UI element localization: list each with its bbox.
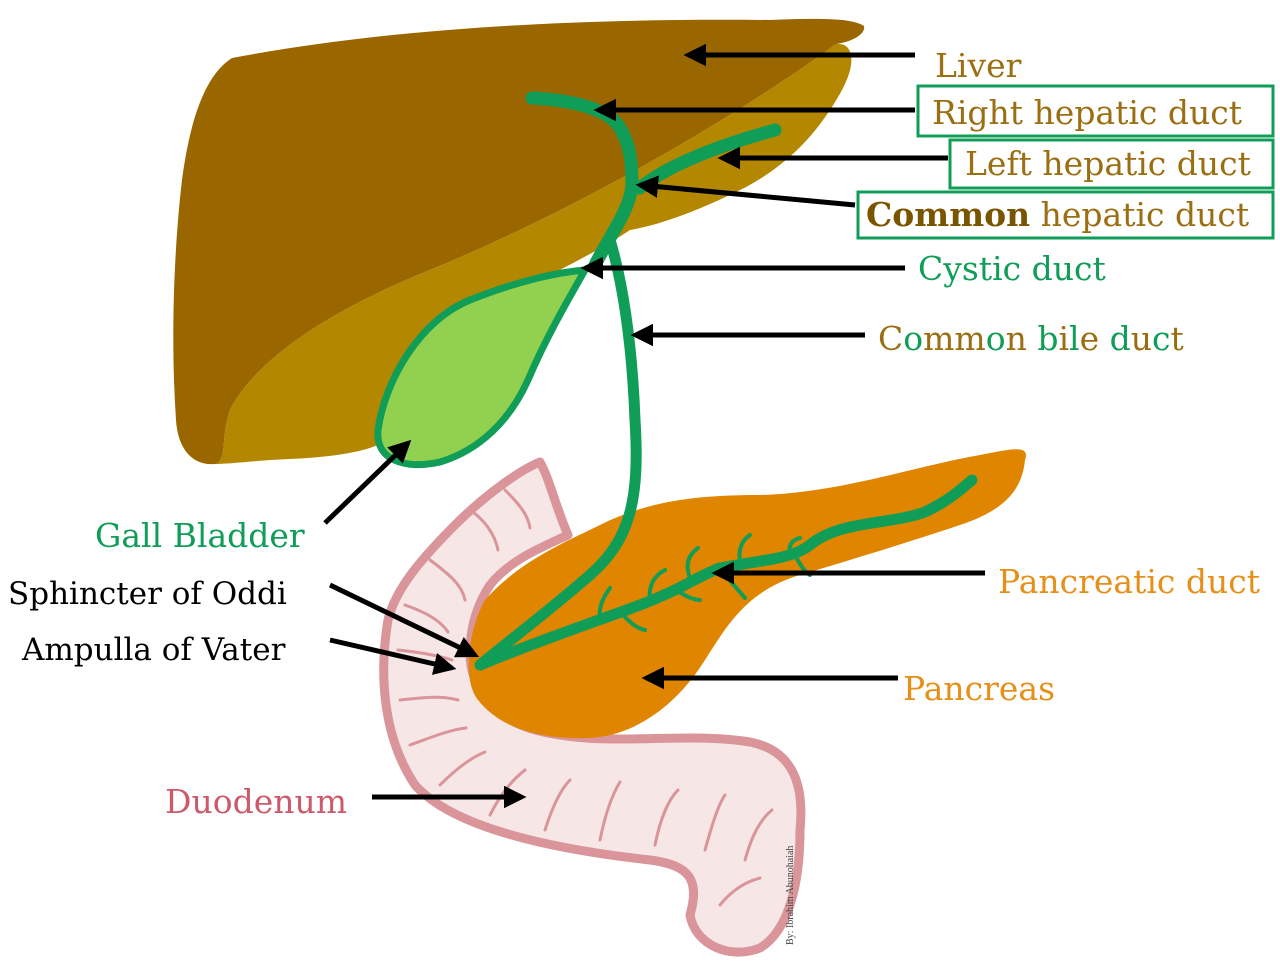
label-gall-bladder: Gall Bladder bbox=[95, 516, 305, 555]
label-cystic-duct: Cystic duct bbox=[918, 249, 1106, 288]
label-right-hepatic-duct: Right hepatic duct bbox=[932, 93, 1242, 132]
label-liver: Liver bbox=[935, 46, 1022, 85]
label-pancreatic-duct: Pancreatic duct bbox=[998, 562, 1260, 601]
label-duodenum: Duodenum bbox=[165, 782, 347, 821]
label-common-bile-duct: Common bile duct bbox=[878, 319, 1184, 358]
label-ampulla-of-vater: Ampulla of Vater bbox=[21, 632, 286, 668]
label-common-hepatic-duct: Common hepatic duct bbox=[866, 195, 1249, 234]
author-credit: By: Ibrahim Abunohaiah bbox=[785, 846, 796, 945]
label-pancreas: Pancreas bbox=[903, 669, 1055, 708]
label-sphincter-of-oddi: Sphincter of Oddi bbox=[8, 576, 287, 612]
label-left-hepatic-duct: Left hepatic duct bbox=[965, 144, 1251, 183]
